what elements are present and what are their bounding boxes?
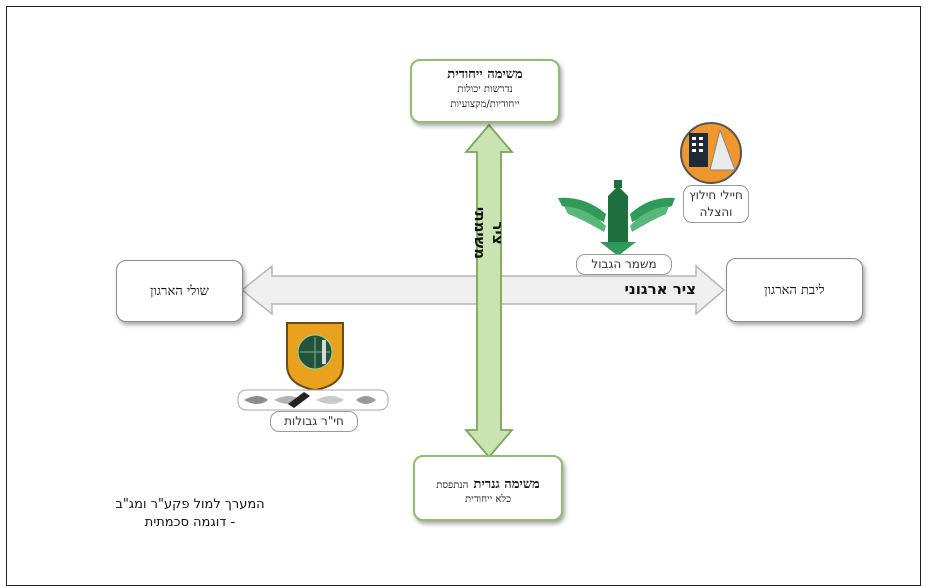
organizational-axis-label: ציר ארגוני: [624, 280, 696, 298]
diagram-caption: המערך למול פקע"ר ומג"ב - דוגמה סכמתית: [80, 496, 300, 532]
unique-mission-line1: נדרשות יכולות: [457, 84, 513, 95]
generic-mission-box: משימה גנרית הנתפסת כלא ייחודית: [413, 455, 563, 521]
caption-line1: המערך למול פקע"ר ומג"ב: [115, 497, 265, 512]
rescue-unit-line2: והצלה: [699, 205, 733, 219]
organization-margins-title: שולי הארגון: [150, 284, 209, 299]
caption-line2: - דוגמה סכמתית: [144, 515, 236, 530]
wings-badges: [237, 389, 389, 411]
rescue-unit-label: חיילי חילוץ והצלה: [683, 185, 749, 223]
unique-mission-line2: ייחודיות/מקצועיות: [450, 99, 520, 110]
organization-core-title: ליבת הארגון: [764, 283, 825, 298]
border-corps-label: חי"ר גבולות: [270, 411, 358, 432]
unique-mission-title: משימה ייחודית: [447, 67, 523, 82]
organization-margins-box: שולי הארגון: [116, 260, 243, 322]
rescue-unit-emblem: [680, 122, 742, 184]
border-corps-emblem: [286, 322, 344, 392]
rescue-unit-line1: חיילי חילוץ: [689, 188, 743, 202]
border-police-emblem: [558, 180, 675, 256]
generic-mission-line2: כלא ייחודית: [465, 494, 511, 505]
unique-mission-box: משימה ייחודית נדרשות יכולות ייחודיות/מקצ…: [410, 59, 560, 123]
generic-mission-title: משימה גנרית: [473, 477, 540, 492]
generic-mission-sub: הנתפסת: [436, 480, 469, 491]
mission-axis-label: ציר משימתי: [471, 206, 507, 260]
border-police-label: משמר הגבול: [576, 254, 672, 275]
organization-core-box: ליבת הארגון: [726, 258, 863, 322]
